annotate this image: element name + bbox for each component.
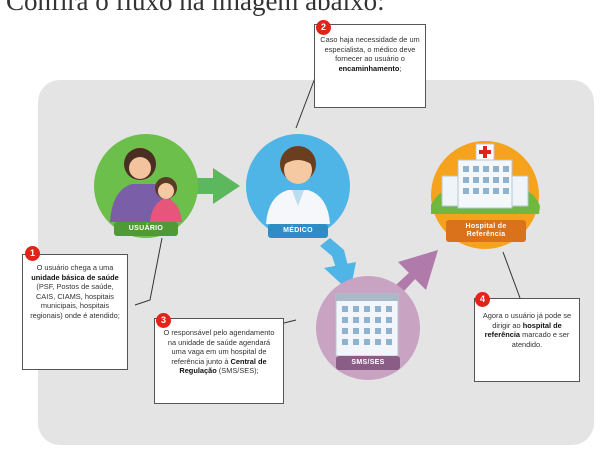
window <box>503 188 509 194</box>
sms-label: SMS/SES <box>351 359 385 366</box>
step-text-1-bold: unidade básica de saúde <box>31 272 119 282</box>
header-text: Confira o fluxo na imagem abaixo: <box>6 0 385 16</box>
doctor-icon <box>266 146 330 224</box>
window <box>483 166 489 172</box>
window <box>463 166 469 172</box>
step-text-2-pre: Caso haja necessidade de um especialista… <box>320 35 420 64</box>
step-number-3: 3 <box>156 313 171 328</box>
window <box>503 177 509 183</box>
window <box>375 339 381 345</box>
window <box>386 339 392 345</box>
window <box>386 306 392 312</box>
window <box>503 166 509 172</box>
arrow-usuario-medico <box>193 168 240 204</box>
window <box>342 306 348 312</box>
usuario-node <box>94 134 198 238</box>
medico-node <box>246 134 350 238</box>
window <box>342 328 348 334</box>
window <box>483 177 489 183</box>
step-text-2-post: ; <box>399 63 402 73</box>
window <box>364 306 370 312</box>
connector-line-1 <box>134 237 163 306</box>
step-text-4-pre: Agora o usuário já pode se dirigir ao <box>482 311 572 330</box>
window <box>353 306 359 312</box>
hospital-node <box>431 141 540 249</box>
step-text-3-pre: O responsável pelo agendamento na unidad… <box>163 328 275 366</box>
window <box>473 188 479 194</box>
step-box-3: O responsável pelo agendamento na unidad… <box>154 318 284 404</box>
window <box>342 317 348 323</box>
step-text-1-post: (PSF, Postos de saúde, CAIS, CIAMS, hosp… <box>30 282 120 320</box>
window <box>493 166 499 172</box>
step-box-1: O usuário chega a uma unidade básica de … <box>22 254 128 370</box>
step-text-4-bold: hospital de referência <box>484 320 562 340</box>
window <box>353 339 359 345</box>
step-text-3-post: (SMS/SES); <box>216 366 259 376</box>
window <box>375 328 381 334</box>
medico-label: MÉDICO <box>283 227 313 234</box>
user-icon <box>110 148 182 222</box>
window <box>364 339 370 345</box>
window <box>493 188 499 194</box>
step-box-4: Agora o usuário já pode se dirigir ao ho… <box>474 298 580 382</box>
step-box-2: Caso haja necessidade de um especialista… <box>314 24 426 108</box>
sms-node <box>316 276 420 380</box>
step-text-4-post: marcado e ser atendido. <box>511 330 570 349</box>
window <box>375 306 381 312</box>
window <box>483 188 489 194</box>
usuario-label: USUÁRIO <box>128 225 164 232</box>
window <box>353 328 359 334</box>
step-number-1: 1 <box>25 246 40 261</box>
step-number-2: 2 <box>316 20 331 35</box>
window <box>473 166 479 172</box>
hospital-label: Hospital de Referência <box>465 223 507 238</box>
window <box>375 317 381 323</box>
window <box>353 317 359 323</box>
window <box>473 177 479 183</box>
step-number-4: 4 <box>475 292 490 307</box>
step-text-2-bold: encaminhamento <box>338 63 400 73</box>
step-text-1-pre: O usuário chega a uma <box>36 263 114 272</box>
window <box>364 328 370 334</box>
connector-line-4 <box>502 251 521 299</box>
window <box>386 317 392 323</box>
window <box>463 188 469 194</box>
window <box>342 339 348 345</box>
step-text-3-bold: Central de Regulação <box>179 356 267 376</box>
building-icon <box>335 293 399 357</box>
window <box>386 328 392 334</box>
window <box>493 177 499 183</box>
window <box>364 317 370 323</box>
window <box>463 177 469 183</box>
